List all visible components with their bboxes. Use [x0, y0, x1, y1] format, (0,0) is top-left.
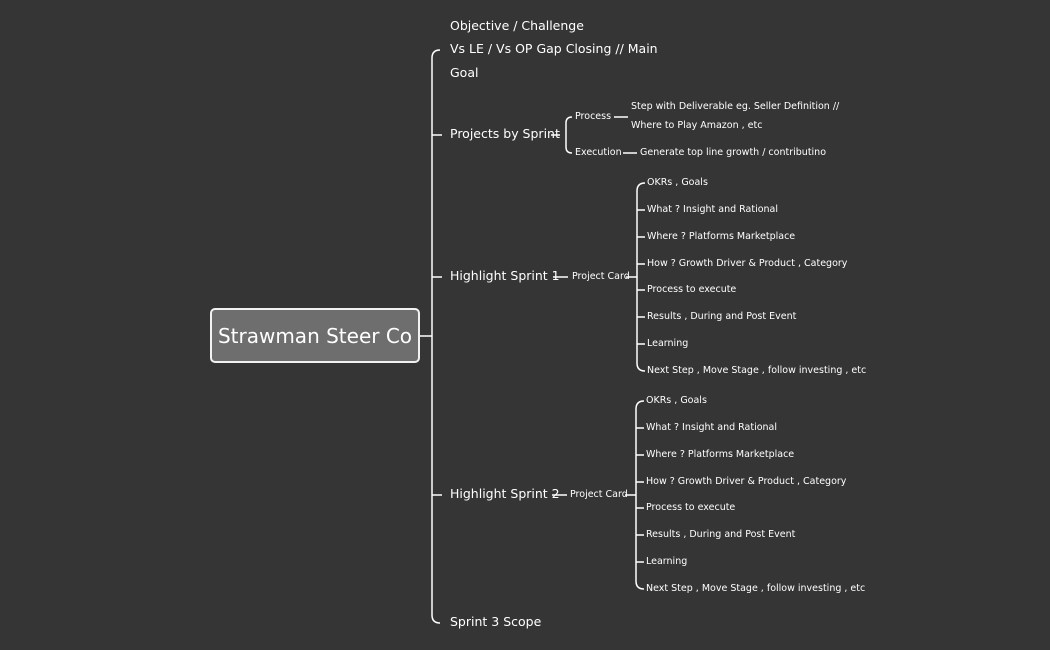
sprint1-item[interactable]: Where ? Platforms Marketplace [647, 231, 796, 242]
highlight-sprint2-node[interactable]: Highlight Sprint 2 [450, 486, 560, 501]
sprint1-item[interactable]: Results , During and Post Event [647, 311, 797, 322]
process-node[interactable]: Process [575, 111, 612, 122]
objective-line1[interactable]: Objective / Challenge [450, 18, 584, 33]
sprint2-item[interactable]: Results , During and Post Event [646, 529, 796, 540]
highlight-sprint1-node[interactable]: Highlight Sprint 1 [450, 268, 560, 283]
sprint1-item[interactable]: Next Step , Move Stage , follow investin… [647, 365, 867, 376]
sprint1-item[interactable]: OKRs , Goals [647, 177, 708, 188]
sprint2-spine [635, 400, 645, 590]
sprint2-item[interactable]: Process to execute [646, 502, 736, 513]
sprint1-project-card-node[interactable]: Project Card [572, 271, 630, 282]
sprint1-spine [636, 182, 646, 372]
sprint2-item[interactable]: OKRs , Goals [646, 395, 707, 406]
sprint2-item[interactable]: Next Step , Move Stage , follow investin… [646, 583, 866, 594]
main-spine [431, 49, 441, 624]
projects-by-sprint-node[interactable]: Projects by Sprint [450, 126, 560, 141]
objective-line3[interactable]: Goal [450, 65, 479, 80]
sprint2-item[interactable]: How ? Growth Driver & Product , Category [646, 476, 847, 487]
sprint1-item[interactable]: Process to execute [647, 284, 737, 295]
projects-bracket [565, 116, 573, 154]
sprint1-item[interactable]: Learning [647, 338, 689, 349]
sprint2-item[interactable]: Learning [646, 556, 688, 567]
process-detail-line1[interactable]: Step with Deliverable eg. Seller Definit… [631, 101, 840, 112]
root-node[interactable]: Strawman Steer Co [210, 308, 420, 363]
sprint1-item[interactable]: How ? Growth Driver & Product , Category [647, 258, 848, 269]
execution-node[interactable]: Execution [575, 147, 622, 158]
root-label: Strawman Steer Co [217, 323, 413, 348]
sprint2-item[interactable]: What ? Insight and Rational [646, 422, 778, 433]
sprint2-project-card-node[interactable]: Project Card [570, 489, 628, 500]
sprint1-item[interactable]: What ? Insight and Rational [647, 204, 779, 215]
process-detail-line2[interactable]: Where to Play Amazon , etc [631, 120, 763, 131]
sprint3-scope-node[interactable]: Sprint 3 Scope [450, 614, 542, 629]
sprint2-item[interactable]: Where ? Platforms Marketplace [646, 449, 795, 460]
execution-detail[interactable]: Generate top line growth / contributino [640, 147, 827, 158]
objective-line2[interactable]: Vs LE / Vs OP Gap Closing // Main [450, 41, 658, 56]
